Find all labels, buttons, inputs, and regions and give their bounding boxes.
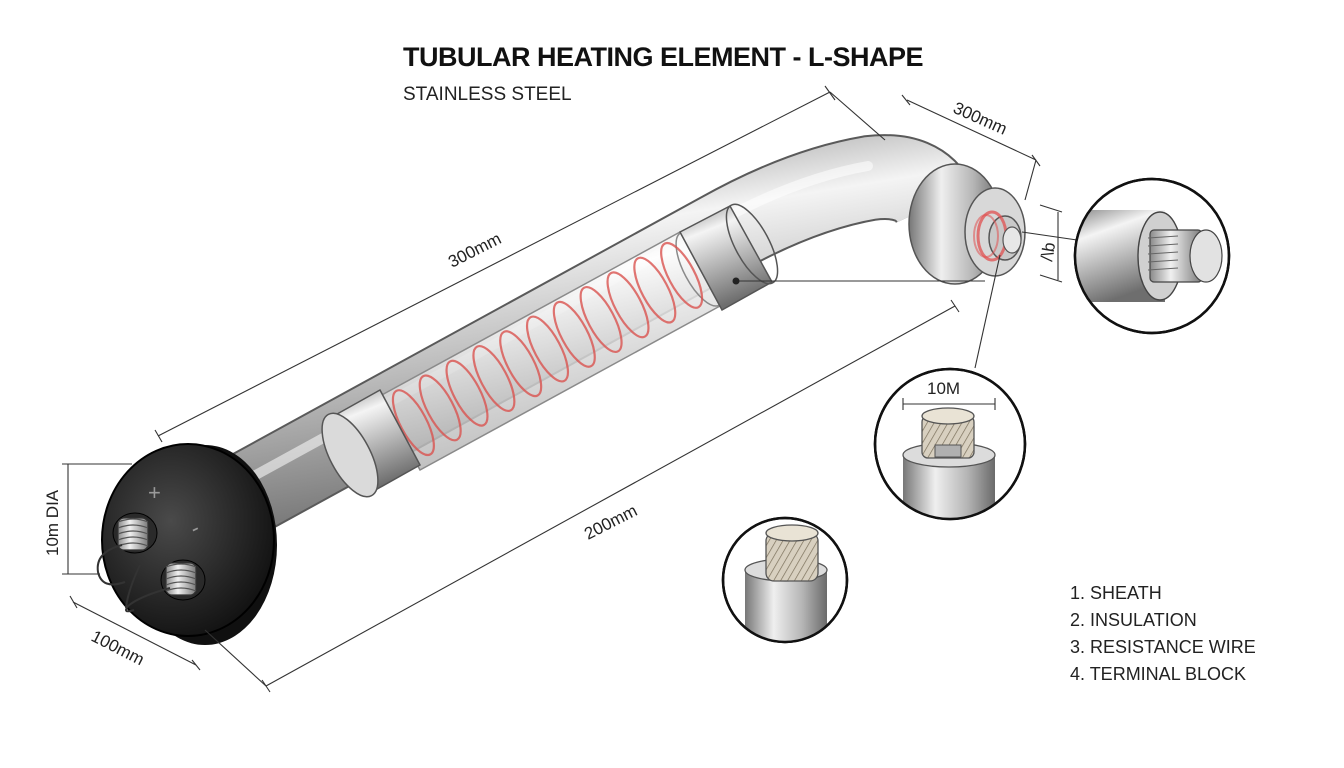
end-fitting: [908, 163, 1026, 285]
terminal-post-negative: [160, 559, 206, 601]
terminal-positive-label: +: [148, 480, 161, 505]
terminal-wire-loop: [96, 544, 171, 613]
coil-turn: [418, 374, 462, 442]
diagram-subtitle: STAINLESS STEEL: [403, 84, 572, 105]
dim-tip-small: /\b: [1037, 241, 1059, 263]
dimension-lines: [62, 85, 1078, 693]
terminal-post-positive: [112, 512, 158, 554]
coil-turn: [445, 359, 489, 427]
coil-turn: [525, 315, 570, 383]
diagram-title: TUBULAR HEATING ELEMENT - L-SHAPE: [403, 42, 923, 72]
dim-tip-detail: 10M: [927, 379, 960, 398]
leader-dot: [732, 277, 740, 285]
coil-turn: [606, 271, 650, 339]
coil-turn: [660, 241, 704, 309]
sleeve-rings: [321, 203, 779, 498]
dim-flange-width: 100mm: [88, 627, 147, 670]
coil-turn: [472, 345, 516, 412]
dim-long-length: 300mm: [445, 229, 504, 272]
dim-bend-length: 300mm: [950, 98, 1010, 138]
detail-callout-terminal: 10M: [873, 367, 1027, 521]
resistance-wire-coil: [391, 241, 704, 457]
legend-item-insulation: 2. INSULATION: [1070, 610, 1197, 630]
legend-item-resistance-wire: 3. RESISTANCE WIRE: [1070, 637, 1256, 657]
coil-turn: [633, 256, 677, 324]
coil-turn: [552, 300, 596, 368]
coil-turn: [579, 286, 623, 353]
legend-item-terminal-block: 4. TERMINAL BLOCK: [1070, 664, 1247, 684]
dim-flange-diameter: 10m DIA: [43, 489, 62, 556]
detail-callout-tip: [1073, 177, 1231, 335]
coil-turn: [391, 389, 435, 457]
coil-turn: [499, 330, 543, 398]
legend-list: 1. SHEATH 2. INSULATION 3. RESISTANCE WI…: [1070, 580, 1256, 688]
legend-item-sheath: 1. SHEATH: [1070, 583, 1162, 603]
detail-callout-wire: [721, 516, 849, 644]
